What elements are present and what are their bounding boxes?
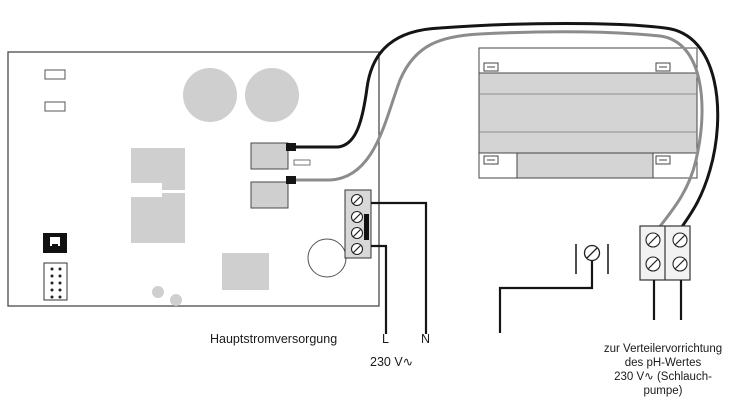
- label-note-line-3: 230 V∿ (Schlauch-: [614, 371, 712, 383]
- indicator-led-top: [44, 69, 66, 80]
- capacitor-left: [183, 68, 237, 122]
- label-main-supply: Hauptstromversorgung: [210, 332, 337, 346]
- terminal-screw-icon-slot: [353, 229, 361, 237]
- header-pin: [50, 288, 54, 292]
- header-pin: [58, 267, 62, 271]
- header-pin: [58, 274, 62, 278]
- ic-chip: [222, 253, 269, 290]
- terminal-jumper: [364, 214, 369, 240]
- header-pin: [58, 295, 62, 299]
- header-pin: [58, 288, 62, 292]
- ground-wire: [498, 261, 594, 333]
- capacitor-right: [245, 68, 299, 122]
- label-note-line-2: des pH-Wertes: [625, 357, 702, 369]
- pump-terminal-screw-icon-slot: [648, 235, 658, 245]
- transformer: [478, 47, 698, 179]
- header-pin: [50, 281, 54, 285]
- label-neutral: N: [421, 332, 430, 346]
- wire-sleeve-black: [286, 143, 296, 151]
- terminal-screw-icon-slot: [353, 245, 361, 253]
- relay-block-lower: [131, 193, 185, 243]
- ground-terminal: [498, 244, 609, 333]
- header-pin: [50, 295, 54, 299]
- label-note-line-1: zur Verteilervorrichtung: [604, 343, 722, 355]
- pump-terminal-screw-icon-slot: [648, 259, 658, 269]
- header-pin: [50, 267, 54, 271]
- wire-sleeve-gray: [286, 176, 296, 184]
- gray-wire: [292, 30, 704, 234]
- label-line: L: [382, 332, 389, 346]
- terminal-screw-icon-slot: [353, 213, 361, 221]
- indicator-led-bottom: [44, 101, 66, 112]
- pump-terminal-screw-icon-slot: [675, 235, 685, 245]
- label-supply-voltage: 230 V∿: [370, 355, 413, 369]
- pump-terminal-screw-icon-slot: [675, 259, 685, 269]
- terminal-screw-icon-slot: [353, 196, 361, 204]
- transformer-core: [478, 72, 698, 154]
- rj-jack: [43, 233, 67, 253]
- test-point-right: [170, 294, 182, 306]
- connector-block-lower: [250, 181, 289, 209]
- pump-terminal-block: [639, 225, 691, 320]
- mains-leads: [371, 201, 428, 334]
- connector-block-upper: [250, 142, 289, 170]
- small-fuse: [293, 159, 311, 166]
- black-wire: [292, 22, 720, 234]
- label-note-line-4: pumpe): [644, 385, 683, 397]
- mains-terminal-block: [344, 189, 372, 259]
- relay-block-upper: [131, 148, 185, 190]
- test-point-left: [152, 286, 164, 298]
- pin-header: [43, 262, 68, 301]
- header-pin: [50, 274, 54, 278]
- header-pin: [58, 281, 62, 285]
- round-component: [307, 238, 347, 278]
